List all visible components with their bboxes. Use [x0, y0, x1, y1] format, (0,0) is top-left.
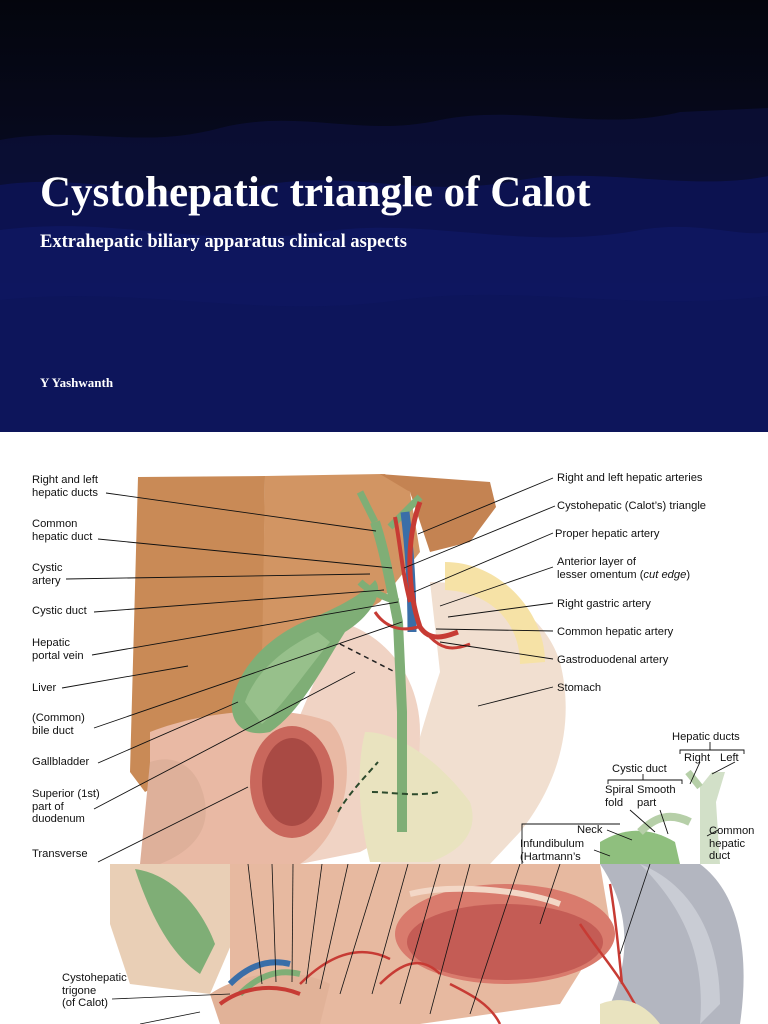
- label-proper-hepatic-artery: Proper hepatic artery: [555, 528, 660, 540]
- label-left-duct: Left: [720, 752, 739, 764]
- label-right-left-hepatic-arteries: Right and left hepatic arteries: [557, 472, 703, 484]
- label-calots-triangle: Cystohepatic (Calot’s) triangle: [557, 500, 707, 512]
- anatomy-illustration-2: [110, 864, 744, 1024]
- slide-title: Cystohepatic triangle of Calot: [40, 169, 591, 216]
- label-right-duct: Right: [684, 752, 711, 764]
- label-cystic-duct-inset: Cystic duct: [612, 763, 667, 775]
- label-neck: Neck: [577, 824, 603, 836]
- label-cystic-duct: Cystic duct: [32, 605, 87, 617]
- label-right-gastric-artery: Right gastric artery: [557, 598, 651, 610]
- label-infundibulum: Infundibulum(Hartmann’s: [520, 838, 585, 863]
- label-gastroduodenal-artery: Gastroduodenal artery: [557, 654, 669, 666]
- wave-background: [0, 108, 768, 432]
- anatomy-illustration: [61, 474, 745, 864]
- title-slide: Cystohepatic triangle of Calot Extrahepa…: [0, 0, 768, 432]
- label-gallbladder: Gallbladder: [32, 756, 90, 768]
- label-hepatic-ducts: Hepatic ducts: [672, 731, 740, 743]
- slide-subtitle: Extrahepatic biliary apparatus clinical …: [40, 232, 407, 252]
- label-common-hepatic-artery: Common hepatic artery: [557, 626, 674, 638]
- label-common-bile-duct: (Common)bile duct: [32, 712, 85, 737]
- label-transverse: Transverse: [32, 848, 88, 860]
- label-stomach: Stomach: [557, 682, 602, 694]
- author-name: Y Yashwanth: [40, 375, 114, 390]
- label-liver: Liver: [32, 682, 57, 694]
